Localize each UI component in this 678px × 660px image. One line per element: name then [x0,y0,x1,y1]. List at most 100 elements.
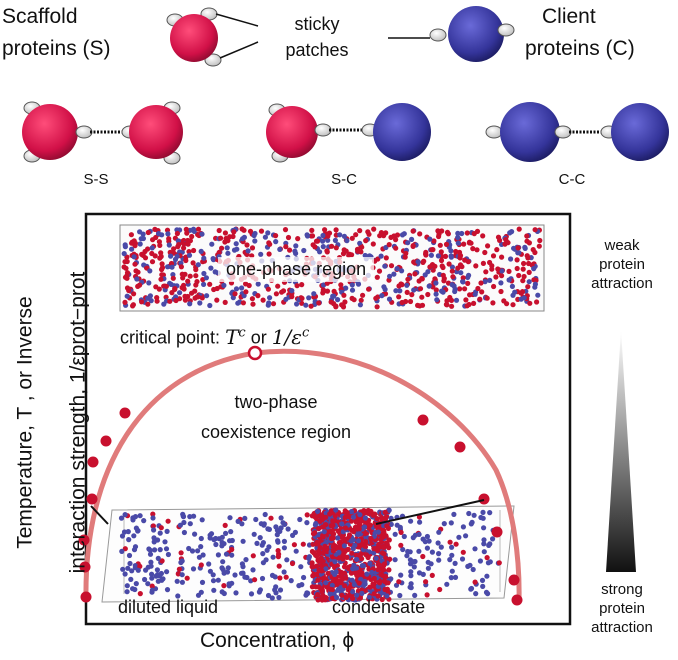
particle [371,550,377,556]
particle [456,249,463,255]
particle [178,550,184,556]
particle [355,248,361,254]
particle [233,241,239,247]
particle [320,244,326,250]
particle [449,264,455,270]
particle [261,522,267,528]
particle [460,549,466,555]
particle [163,546,170,552]
particle [224,569,231,575]
particle [362,515,368,521]
particle [287,247,293,253]
particle [168,281,174,287]
particle [525,255,531,261]
particle [527,300,533,306]
particle [365,229,371,235]
particle [320,287,326,293]
particle [276,563,282,569]
particle [273,239,279,245]
particle [281,538,287,545]
particle [283,574,289,580]
particle [416,548,422,554]
particle [289,294,295,300]
particle [423,252,429,258]
particle [187,521,193,527]
particle [338,282,344,288]
particle [220,559,226,565]
particle [362,578,368,585]
particle [532,281,539,287]
particle [510,302,516,308]
particle [285,526,291,532]
particle [219,534,225,540]
particle [249,296,255,302]
particle [184,575,190,581]
particle [516,226,522,232]
particle [471,231,477,237]
particle [536,243,542,249]
particle [399,282,405,288]
particle [273,524,279,530]
client-label-line2: proteins (C) [525,37,635,60]
particle [449,552,455,558]
particle [315,540,321,546]
particle [463,533,469,539]
particle [469,519,475,526]
particle [490,253,497,259]
particle [333,304,339,310]
particle [178,264,184,270]
weak-attraction-line3: attraction [591,275,653,292]
particle [248,591,255,597]
critical-eps-symbol: 1/ε [271,324,302,349]
particle [154,298,160,304]
particle [255,281,261,287]
particle [349,282,355,288]
particle [222,230,228,236]
strong-attraction-line3: attraction [591,619,653,636]
particle [340,304,347,310]
particle [419,275,425,282]
particle [310,242,316,248]
particle [229,552,235,558]
binodal-point [119,407,131,419]
particle [449,544,455,550]
particle [509,283,515,289]
particle [384,523,390,529]
particle [198,589,204,595]
particle [394,522,400,528]
binodal-point [454,441,466,453]
particle [498,288,504,295]
particle [179,558,185,564]
particle [311,550,317,556]
particle [232,291,238,297]
particle [294,301,300,307]
particle [332,237,338,243]
particle [349,577,355,583]
particle [129,239,135,245]
particle [405,548,411,555]
particle [133,581,139,587]
particle [471,512,477,518]
scaffold-protein-icon [166,7,222,67]
particle [207,281,213,287]
particle [366,522,372,528]
particle [165,518,171,524]
particle [320,533,326,539]
particle [342,525,349,531]
particle [158,525,164,531]
particle [405,240,411,246]
particle [349,527,355,533]
particle [308,303,314,309]
particle [204,293,210,299]
particle [386,507,392,513]
particle [463,297,469,303]
particle [317,518,323,524]
particle [393,288,399,294]
particle [392,557,398,563]
particle [411,287,417,293]
particle [360,292,366,298]
particle [176,242,182,248]
particle [375,561,381,568]
particle [449,568,455,574]
particle [353,232,359,238]
